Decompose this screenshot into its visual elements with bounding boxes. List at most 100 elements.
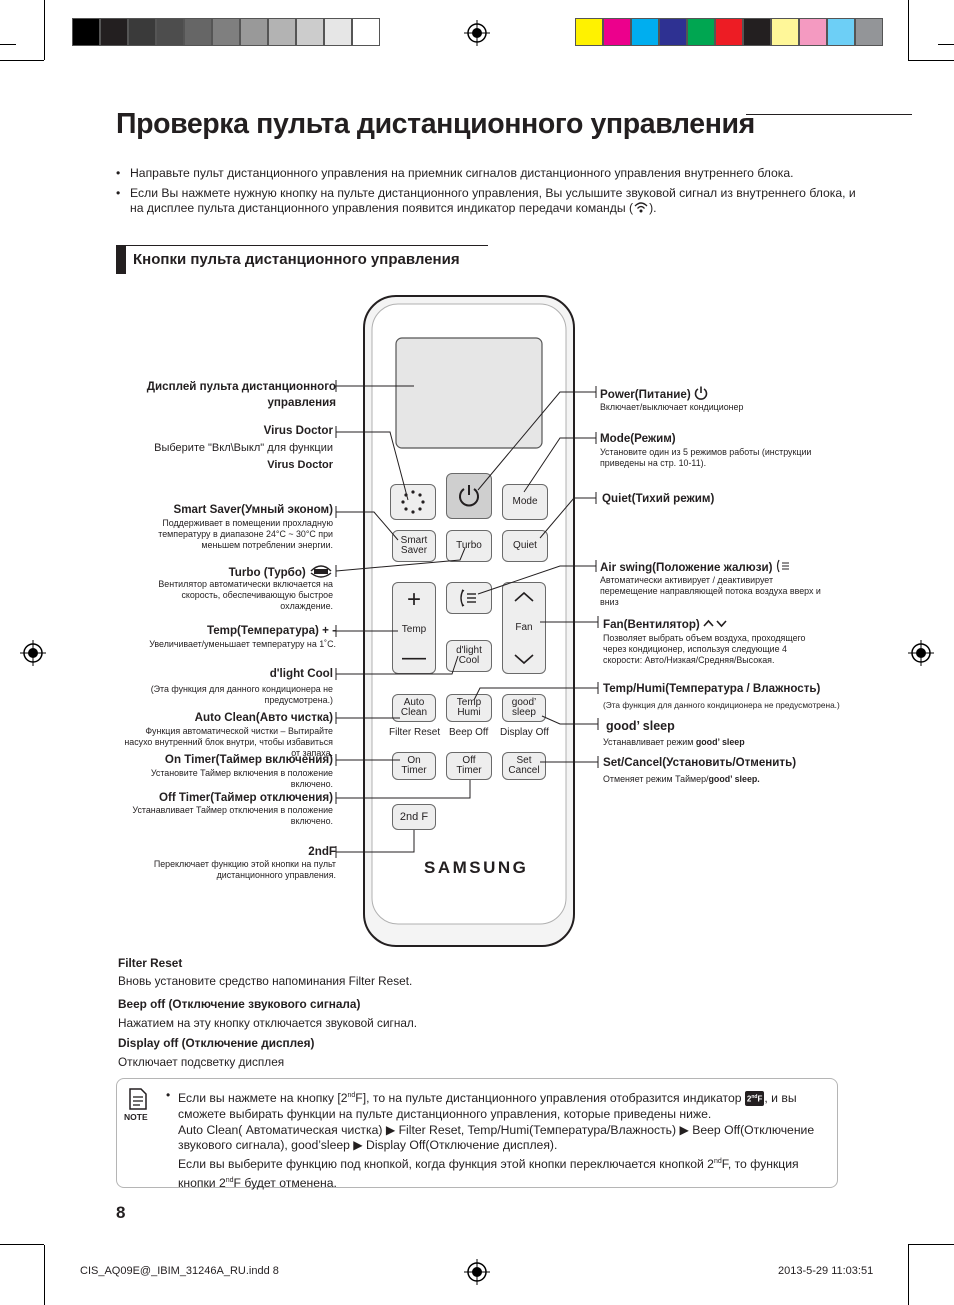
power-button[interactable]: [446, 473, 492, 519]
smart-saver-label: Smart Saver: [400, 535, 428, 556]
set-cancel-desc-bold: good’ sleep.: [708, 774, 760, 784]
on-timer-label: On Timer: [401, 755, 427, 776]
off-timer-button[interactable]: Off Timer: [446, 752, 492, 780]
crop-mark: [0, 1244, 44, 1245]
crop-mark: [908, 0, 909, 60]
on-timer-title: On Timer(Таймер включения): [164, 753, 333, 766]
gray-swatch: [296, 18, 324, 46]
virus-doctor-button[interactable]: [390, 484, 436, 520]
display-off-text: Отключает подсветку дисплея: [118, 1055, 285, 1069]
set-cancel-button[interactable]: Set Cancel: [502, 752, 546, 780]
color-swatch: [659, 18, 687, 46]
color-swatch: [743, 18, 771, 46]
gray-swatch: [72, 18, 100, 46]
fan-title: Fan(Вентилятор): [603, 618, 727, 631]
virus-doctor-desc: Выберите "Вкл\Выкл" для функции: [154, 442, 333, 454]
power-title-text: Power(Питание): [600, 388, 691, 401]
gray-swatch: [184, 18, 212, 46]
color-swatch: [799, 18, 827, 46]
off-timer-desc: Устанавливает Таймер отключения в положе…: [132, 805, 333, 826]
crop-mark: [0, 44, 16, 45]
page-number: 8: [116, 1203, 126, 1222]
fan-desc: Позволяет выбрать объем воздуха, проходя…: [603, 633, 806, 665]
crop-mark: [908, 1245, 909, 1305]
second-f-indicator-icon: 2ndF: [744, 1091, 765, 1107]
note-bullet: •: [166, 1088, 171, 1102]
crop-mark: [44, 1245, 45, 1305]
power-desc: Включает/выключает кондиционер: [600, 402, 744, 412]
on-timer-desc: Установите Таймер включения в положение …: [150, 768, 333, 789]
display-label: Дисплей пульта дистанционного управления: [146, 380, 336, 409]
temp-title: Temp(Температура) + -: [206, 624, 336, 637]
filter-reset-caption: Filter Reset: [389, 727, 441, 738]
section-underline: [116, 245, 488, 246]
gray-swatch: [128, 18, 156, 46]
air-swing-icon: [776, 559, 789, 573]
filter-reset-text: Вновь установите средство напоминания Fi…: [118, 974, 413, 988]
fan-label: Fan: [515, 622, 533, 633]
temp-humi-button[interactable]: Temp Humi: [446, 694, 492, 722]
set-cancel-desc-text: Отменяет режим Таймер/: [603, 774, 709, 784]
note-icon: [129, 1088, 147, 1110]
temp-label: Temp: [401, 624, 427, 635]
page-title: Проверка пульта дистанционного управлени…: [116, 108, 755, 140]
power-icon: [694, 386, 708, 400]
dlight-cool-button[interactable]: d'light Cool: [446, 640, 492, 672]
smart-saver-desc: Поддерживает в помещении прохладную темп…: [158, 518, 333, 550]
intro-bullets: Направьте пульт дистанционного управлени…: [116, 166, 856, 221]
registration-mark-icon: [464, 20, 490, 46]
air-swing-button[interactable]: [446, 582, 492, 614]
transmit-indicator-icon: [634, 202, 648, 213]
temp-desc: Увеличивает/уменьшает температуру на 1˚C…: [149, 639, 336, 649]
good-sleep-button[interactable]: good’ sleep: [502, 694, 546, 722]
gray-swatch: [100, 18, 128, 46]
fan-rocker-button[interactable]: Fan: [502, 582, 546, 674]
bullet-text: Направьте пульт дистанционного управлени…: [130, 166, 794, 180]
beep-off-heading: Beep off (Отключение звукового сигнала): [118, 997, 361, 1011]
air-swing-title: Air swing(Положение жалюзи): [600, 559, 790, 574]
smart-saver-button[interactable]: Smart Saver: [392, 530, 436, 562]
mode-desc: Установите один из 5 режимов работы (инс…: [600, 447, 812, 468]
section-bar: [116, 245, 126, 274]
brand-logo: SAMSUNG: [424, 858, 529, 877]
turbo-icon: [310, 565, 332, 578]
mode-button-label: Mode: [512, 496, 538, 507]
second-f-button[interactable]: 2nd F: [392, 804, 436, 830]
set-cancel-label: Set Cancel: [508, 755, 540, 776]
note-line1c: , и вы сможете выбирать функции на пульт…: [178, 1091, 797, 1121]
chevron-up-icon: [514, 591, 534, 602]
registration-mark-icon: [464, 1259, 490, 1285]
registration-mark-icon: [908, 640, 934, 666]
auto-clean-button[interactable]: Auto Clean: [392, 694, 436, 722]
color-swatch: [715, 18, 743, 46]
gray-swatch: [268, 18, 296, 46]
virus-doctor-title: Virus Doctor: [263, 424, 333, 437]
crop-mark: [44, 0, 45, 60]
turbo-title-text: Turbo (Турбо): [228, 566, 306, 579]
on-timer-button[interactable]: On Timer: [392, 752, 436, 780]
good-sleep-label: good’ sleep: [511, 697, 537, 718]
good-sleep-desc-bold: good’ sleep: [695, 737, 745, 747]
color-swatch: [631, 18, 659, 46]
quiet-button[interactable]: Quiet: [502, 530, 548, 562]
note-text: Если вы нажмете на кнопку [2ndF], то на …: [178, 1091, 815, 1191]
gray-swatch: [156, 18, 184, 46]
color-swatch: [827, 18, 855, 46]
temp-humi-desc: (Эта функция для данного кондиционера не…: [603, 700, 840, 710]
title-rule: [746, 114, 912, 115]
dlight-desc: (Эта функция для данного кондиционера не…: [150, 684, 333, 705]
power-title: Power(Питание): [600, 386, 708, 401]
power-icon: [459, 485, 479, 507]
note-box: [116, 1078, 838, 1188]
date-slug: 2013-5-29 11:03:51: [778, 1265, 874, 1277]
auto-clean-title: Auto Clean(Авто чистка): [194, 711, 333, 724]
crop-mark: [938, 44, 954, 45]
gray-swatch: [352, 18, 380, 46]
off-timer-title: Off Timer(Таймер отключения): [158, 791, 333, 804]
auto-clean-label: Auto Clean: [400, 697, 428, 718]
air-swing-icon: [460, 589, 476, 607]
second-f-title: 2ndF: [308, 845, 336, 858]
color-swatch: [855, 18, 883, 46]
turbo-button[interactable]: Turbo: [446, 530, 492, 562]
